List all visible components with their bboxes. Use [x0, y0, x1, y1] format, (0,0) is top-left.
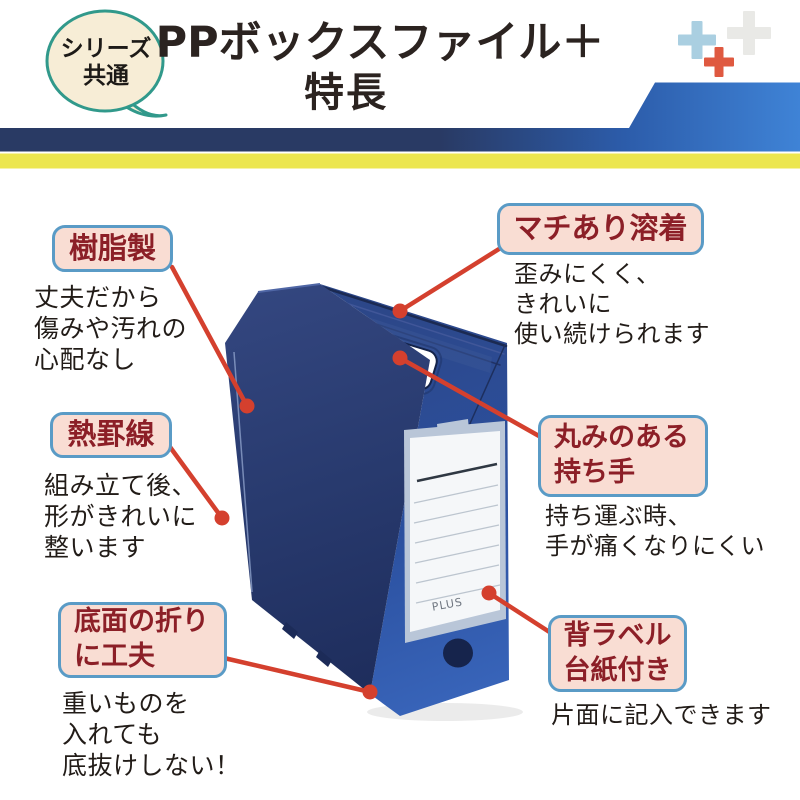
plus-blue-icon: [678, 21, 716, 59]
product-box-image: PLUS: [225, 283, 523, 721]
finger-hole: [443, 638, 473, 668]
callout-body-bottomfold: 重いものを 入れても 底抜けしない！: [62, 689, 241, 780]
callout-body-gusset: 歪みにくく、 きれいに 使い続けられます: [514, 260, 710, 348]
series-badge-text: シリーズ 共通: [60, 36, 152, 89]
plus-gray-icon: [727, 11, 771, 55]
bottom-notches: [282, 622, 332, 667]
brand-text: PLUS: [431, 595, 464, 613]
callout-body-spinelabel: 片面に記入できます: [551, 701, 772, 729]
callout-body-resin: 丈夫だから 傷みや汚れの 心配なし: [34, 283, 188, 374]
spine-label: PLUS: [404, 419, 506, 643]
callout-body-heatline: 組み立て後、 形がきれいに 整います: [44, 471, 198, 562]
panel-top-edge: [257, 283, 321, 293]
bubble-body: [45, 9, 165, 113]
series-badge-bubble: [45, 9, 168, 118]
box-left-panel: [225, 284, 430, 694]
callout-label-resin: 樹脂製: [52, 225, 173, 272]
callout-label-gusset: マチあり溶着: [497, 203, 704, 255]
callout-label-heatline: 熱罫線: [50, 412, 172, 458]
plus-decor-icon: [678, 11, 771, 77]
banner-yellow-band: [0, 153, 800, 169]
callout-label-spinelabel: 背ラベル 台紙付き: [548, 615, 687, 692]
page-subtitle: 特長: [304, 70, 388, 116]
callout-lines: [167, 246, 554, 700]
banner-navy-band: [0, 82, 800, 152]
plus-orange-icon: [704, 47, 734, 77]
callout-label-handle: 丸みのある 持ち手: [538, 415, 708, 497]
callout-body-handle: 持ち運ぶ時、 手が痛くなりにくい: [545, 502, 766, 560]
callout-label-bottomfold: 底面の折り に工夫: [58, 602, 227, 678]
page-title: PPボックスファイル＋: [155, 18, 605, 68]
